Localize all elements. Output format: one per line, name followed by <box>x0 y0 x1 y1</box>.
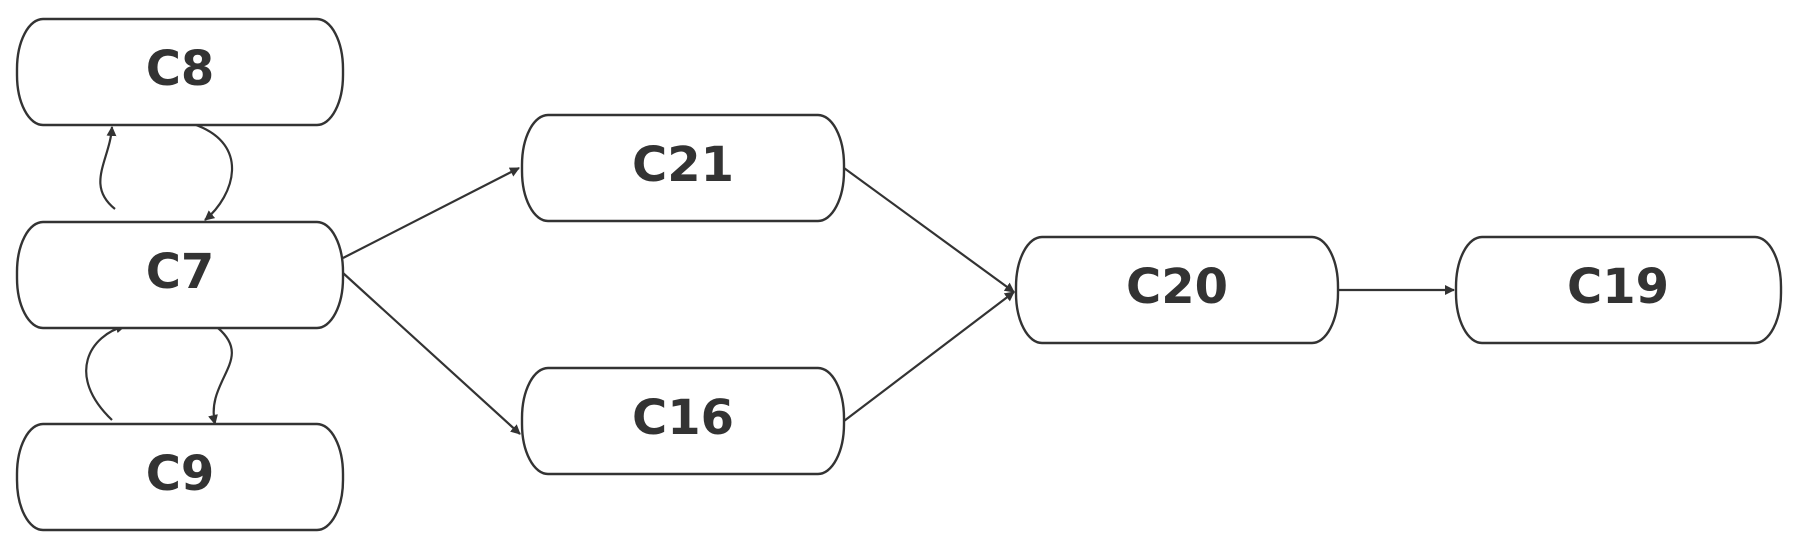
node-c19: C19 <box>1454 235 1783 345</box>
edge-c7-to-c16 <box>342 272 521 435</box>
node-c9-label: C9 <box>146 446 215 502</box>
node-c16-label: C16 <box>632 390 734 446</box>
node-c19-label: C19 <box>1567 259 1669 315</box>
edge-c7-to-c21 <box>342 167 520 259</box>
edge-c16-to-c20 <box>843 291 1015 422</box>
node-c20: C20 <box>1014 235 1340 345</box>
node-c21: C21 <box>520 113 846 223</box>
node-c7-label: C7 <box>146 244 215 300</box>
edge-c21-to-c20 <box>843 167 1015 293</box>
node-c21-label: C21 <box>632 137 734 193</box>
node-c9: C9 <box>15 422 345 532</box>
node-c16: C16 <box>520 366 846 476</box>
node-c20-label: C20 <box>1126 259 1228 315</box>
node-c8: C8 <box>15 17 345 127</box>
edge-c7-to-c9 <box>208 327 233 425</box>
edge-c9-to-c7 <box>85 323 126 421</box>
node-c8-label: C8 <box>146 41 215 97</box>
node-c7: C7 <box>15 220 345 330</box>
edge-c7-to-c8 <box>99 126 117 210</box>
edge-c8-to-c7 <box>195 123 234 221</box>
